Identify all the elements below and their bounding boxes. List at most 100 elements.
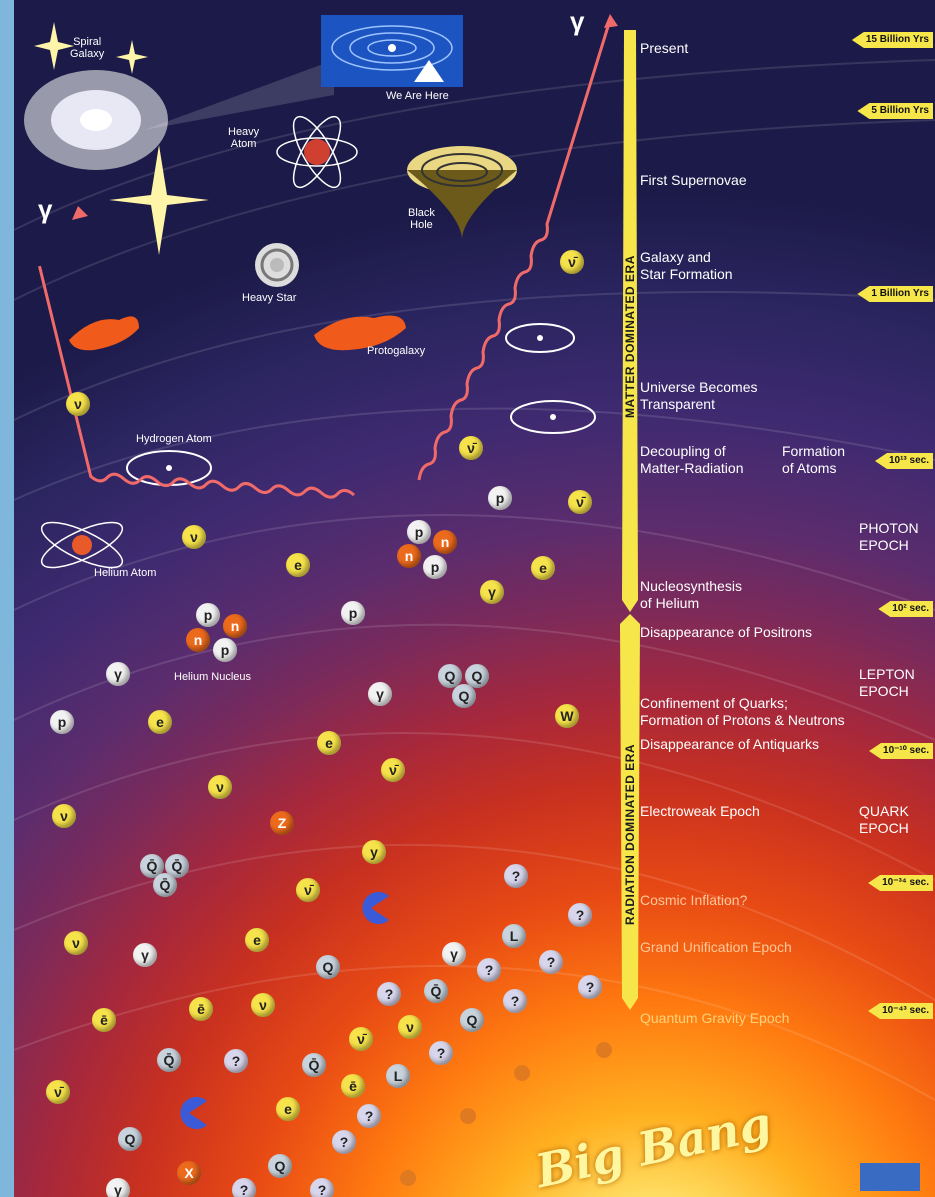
lepton-epoch-label: LEPTON EPOCH (859, 666, 915, 700)
time-badge: 10⁻⁴³ sec. (868, 1003, 933, 1019)
particle: ? (310, 1178, 334, 1197)
particle: ν (398, 1015, 422, 1039)
particle: ν̄ (296, 878, 320, 902)
timeline-event: Galaxy and Star Formation (640, 249, 733, 283)
time-badge: 5 Billion Yrs (857, 103, 933, 119)
timeline-event: Electroweak Epoch (640, 803, 760, 820)
heavy-star-icon (255, 243, 299, 287)
particle: ν̄ (46, 1080, 70, 1104)
formation-of-atoms-label: Formation of Atoms (782, 443, 845, 477)
spiral-galaxy-label: Spiral Galaxy (70, 36, 104, 60)
black-hole-label: Black Hole (408, 207, 435, 231)
particle: Q (460, 1008, 484, 1032)
neutron: n (397, 544, 421, 568)
particle: e (531, 556, 555, 580)
proton: p (213, 638, 237, 662)
timeline-event: Disappearance of Positrons (640, 624, 812, 641)
timeline-event: Decoupling of Matter-Radiation (640, 443, 744, 477)
particle: ? (539, 950, 563, 974)
particle: e (286, 553, 310, 577)
particle: ν̄ (459, 436, 483, 460)
particle: ? (377, 982, 401, 1006)
particle: L (502, 924, 526, 948)
proton: p (423, 555, 447, 579)
heavy-atom-label: Heavy Atom (228, 126, 259, 150)
time-badge: 10⁻³⁴ sec. (868, 875, 933, 891)
quark-cluster: Q (452, 684, 476, 708)
photon-epoch-label: PHOTON EPOCH (859, 520, 919, 554)
particle: ? (477, 958, 501, 982)
hydrogen-atom-label: Hydrogen Atom (136, 433, 212, 445)
matter-era-label: MATTER DOMINATED ERA (623, 255, 637, 418)
we-are-here-label: We Are Here (386, 90, 449, 102)
particle: e (245, 928, 269, 952)
particle: y (362, 840, 386, 864)
particle: ν (52, 804, 76, 828)
particle: X (177, 1161, 201, 1185)
particle: Z (270, 811, 294, 835)
gamma-symbol: γ (570, 8, 584, 34)
timeline-event: Grand Unification Epoch (640, 939, 792, 956)
particle: Q̄ (302, 1053, 326, 1077)
timeline-event: Quantum Gravity Epoch (640, 1010, 789, 1027)
particle: ν̄ (560, 250, 584, 274)
gluon-icon (362, 892, 389, 924)
particle: γ (368, 682, 392, 706)
particle: γ (106, 1178, 130, 1197)
helium-nucleus-label: Helium Nucleus (174, 671, 251, 683)
particle: Q (268, 1154, 292, 1178)
particle: ē (92, 1008, 116, 1032)
particle: ? (224, 1049, 248, 1073)
particle: ν̄ (568, 490, 592, 514)
particle: e (276, 1097, 300, 1121)
gluon-icon (180, 1097, 207, 1129)
particle: ē (189, 997, 213, 1021)
particle: ? (503, 989, 527, 1013)
particle: ? (429, 1041, 453, 1065)
particle: ν (182, 525, 206, 549)
spiral-galaxy-icon (24, 60, 334, 170)
particle: e (148, 710, 172, 734)
time-badge: 1 Billion Yrs (857, 286, 933, 302)
proton: p (407, 520, 431, 544)
quark-epoch-label: QUARK EPOCH (859, 803, 909, 837)
cosmic-timeline-poster: Spiral Galaxy We Are Here Heavy Atom Bla… (14, 0, 935, 1197)
particle: p (488, 486, 512, 510)
solar-system-box (321, 15, 463, 87)
protogalaxy-label: Protogalaxy (367, 345, 425, 357)
particle: p (341, 601, 365, 625)
particle: ν (251, 993, 275, 1017)
particle: Q (316, 955, 340, 979)
proton: p (196, 603, 220, 627)
particle: Q̄ (424, 979, 448, 1003)
timeline-event: Present (640, 40, 688, 57)
radiation-era-label: RADIATION DOMINATED ERA (623, 744, 637, 925)
timeline-event: Disappearance of Antiquarks (640, 736, 819, 753)
particle: γ (442, 942, 466, 966)
neutron: n (223, 614, 247, 638)
particle: ē (341, 1074, 365, 1098)
timeline-event: Cosmic Inflation? (640, 892, 747, 909)
gamma-symbol: γ (38, 196, 52, 222)
particle: ? (357, 1104, 381, 1128)
particle: L (386, 1064, 410, 1088)
particle: W (555, 704, 579, 728)
particle: γ (133, 943, 157, 967)
particle: ? (504, 864, 528, 888)
particle: ν̄ (381, 758, 405, 782)
particle: γ (106, 662, 130, 686)
particle: ν (208, 775, 232, 799)
timeline-event: Nucleosynthesis of Helium (640, 578, 742, 612)
protogalaxy-icon (69, 316, 406, 351)
helium-atom-label: Helium Atom (94, 567, 156, 579)
neutron: n (433, 530, 457, 554)
particle: p (50, 710, 74, 734)
time-badge: 10⁻¹⁰ sec. (869, 743, 933, 759)
particle: Q̄ (157, 1048, 181, 1072)
particle: ? (578, 975, 602, 999)
antiquark-cluster: Q̄ (153, 873, 177, 897)
particle: ν (66, 392, 90, 416)
particle: e (317, 731, 341, 755)
particle: ? (332, 1130, 356, 1154)
heavy-star-label: Heavy Star (242, 292, 296, 304)
